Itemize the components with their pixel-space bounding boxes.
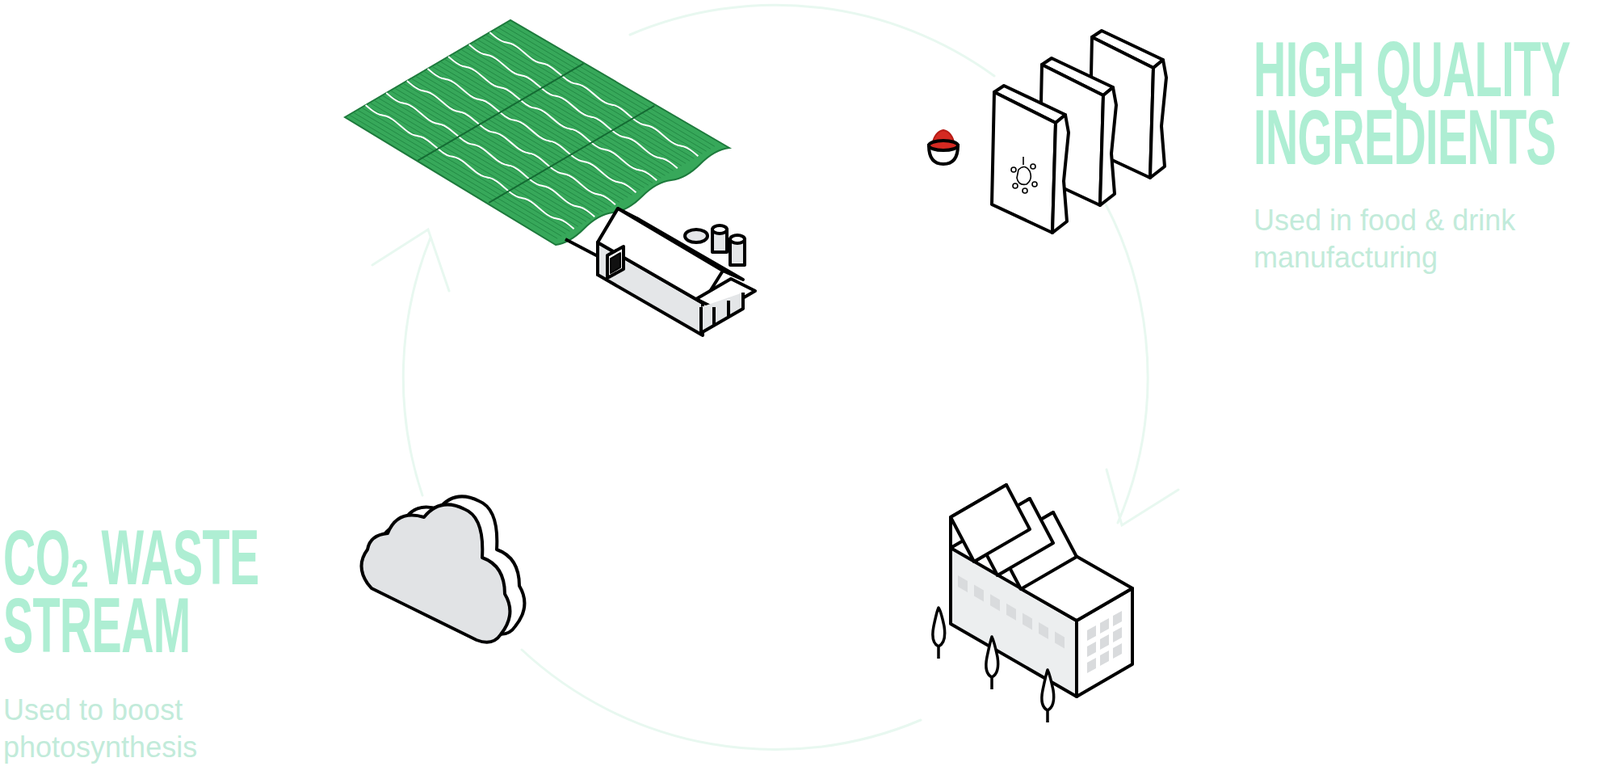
processing-building bbox=[597, 208, 756, 336]
corrugation-line bbox=[428, 68, 637, 193]
factory-window bbox=[1087, 657, 1097, 673]
panel-seam bbox=[417, 63, 584, 161]
corrugation-line bbox=[394, 88, 604, 212]
factory-window bbox=[1112, 610, 1122, 626]
panel-wave bbox=[428, 68, 637, 193]
section-heading: CO₂ WASTE STREAM bbox=[3, 523, 350, 660]
panel-wave bbox=[469, 44, 678, 168]
corrugation-line bbox=[398, 85, 608, 210]
panel-wave bbox=[448, 56, 657, 181]
tooth-roof bbox=[950, 484, 1030, 562]
factory-window bbox=[990, 593, 1000, 611]
factory-window bbox=[1054, 631, 1065, 649]
corrugation-line bbox=[419, 73, 628, 198]
factory-window bbox=[1087, 641, 1097, 657]
panel-seam bbox=[488, 105, 655, 203]
factory-window bbox=[1100, 617, 1109, 634]
corrugation-line bbox=[461, 49, 670, 173]
trees bbox=[932, 607, 1055, 723]
panel-outline bbox=[344, 20, 730, 245]
door bbox=[607, 246, 624, 278]
panel-wave bbox=[407, 80, 616, 205]
text-node: CO₂ WASTE STREAM Used to boost photosynth… bbox=[3, 523, 351, 766]
bag-front bbox=[991, 92, 1056, 233]
corrugation-line bbox=[365, 104, 575, 229]
cloud-front bbox=[361, 503, 511, 642]
corrugation-line bbox=[489, 32, 698, 156]
panel-wave bbox=[365, 104, 575, 229]
corrugation-line bbox=[373, 100, 583, 224]
bag-gusset bbox=[1150, 59, 1167, 178]
sawtooth-roof bbox=[950, 484, 1077, 589]
corrugation-line bbox=[361, 107, 571, 231]
tank-top bbox=[712, 225, 727, 234]
factory bbox=[932, 484, 1133, 723]
bag-gusset bbox=[1100, 87, 1117, 206]
door-opening bbox=[610, 252, 621, 273]
panel-cable bbox=[565, 239, 600, 257]
factory-window bbox=[1022, 612, 1033, 630]
corrugation-line bbox=[415, 75, 624, 200]
bag bbox=[991, 85, 1069, 233]
section-description: Used to boost photosynthesis bbox=[3, 691, 351, 766]
factory-window bbox=[1100, 634, 1109, 650]
ingredient-bags bbox=[991, 30, 1167, 233]
factory-windows bbox=[957, 575, 1122, 673]
cycle-arc bbox=[521, 649, 921, 750]
panel-wave bbox=[386, 92, 595, 217]
corrugation-line bbox=[502, 25, 711, 149]
corrugation-line bbox=[436, 63, 645, 188]
annex-post bbox=[726, 300, 731, 317]
corrugation-line bbox=[377, 97, 587, 222]
section-description: Used in food & drink manufacturing bbox=[1253, 201, 1600, 277]
corrugation-line bbox=[494, 29, 703, 154]
annex-wall bbox=[701, 292, 744, 333]
annex-post bbox=[712, 306, 716, 325]
panel-wave bbox=[489, 32, 698, 156]
corrugation-line bbox=[382, 95, 591, 219]
roof-front bbox=[597, 208, 723, 303]
co2-cloud bbox=[361, 495, 525, 642]
corrugation-line bbox=[469, 44, 678, 168]
factory-window bbox=[1112, 642, 1122, 659]
corrugation-line bbox=[477, 39, 686, 164]
tank-top bbox=[730, 235, 745, 244]
corrugation-line bbox=[498, 27, 707, 152]
factory-window bbox=[974, 584, 984, 602]
section-heading: HIGH QUALITY INGREDIENTS bbox=[1253, 35, 1600, 172]
factory-window bbox=[957, 575, 968, 593]
factory-window bbox=[1100, 650, 1109, 666]
algae-panel bbox=[344, 20, 730, 245]
corrugation-line bbox=[407, 80, 616, 205]
panel-corrugation bbox=[348, 22, 715, 239]
bag-logo bbox=[1011, 156, 1038, 194]
corrugation-line bbox=[481, 37, 690, 161]
factory-window bbox=[1038, 621, 1049, 639]
text-node: HIGH QUALITY INGREDIENTS Used in food & d… bbox=[1253, 35, 1600, 277]
factory-window bbox=[1112, 626, 1122, 643]
corrugation-line bbox=[448, 56, 657, 181]
cycle-arc bbox=[403, 237, 431, 496]
factory-window bbox=[1006, 603, 1017, 621]
cycle-arrowhead bbox=[1106, 469, 1179, 525]
corrugation-line bbox=[356, 109, 566, 234]
cycle-arc bbox=[629, 4, 995, 76]
corrugation-line bbox=[386, 92, 595, 217]
tank-lid bbox=[684, 229, 708, 243]
corrugation-line bbox=[352, 112, 562, 236]
cycle-arrowhead bbox=[372, 229, 450, 291]
bag-gusset bbox=[1052, 114, 1069, 233]
bowl-rim bbox=[928, 140, 958, 151]
factory-window bbox=[1087, 625, 1097, 641]
cycle-arc bbox=[1080, 163, 1148, 523]
powder-bowl bbox=[928, 130, 958, 164]
corrugation-line bbox=[456, 51, 665, 176]
corrugation-line bbox=[473, 41, 682, 166]
corrugation-line bbox=[440, 61, 649, 185]
